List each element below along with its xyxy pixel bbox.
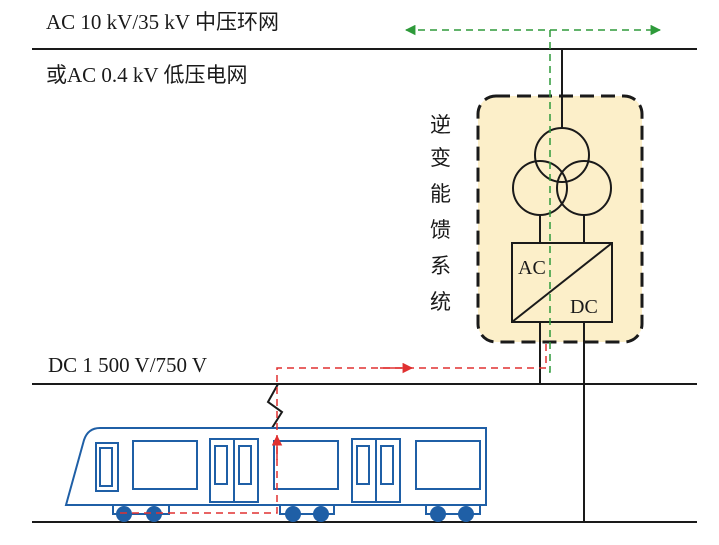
train-door <box>233 438 259 503</box>
wheel <box>313 506 329 522</box>
pantograph <box>266 383 284 429</box>
train <box>64 427 487 515</box>
train-body <box>64 427 487 506</box>
title-char-1: 逆 <box>430 113 451 137</box>
train-window <box>95 442 119 492</box>
train-wheels <box>116 506 474 522</box>
inverter-system-box <box>476 94 644 344</box>
wheel <box>285 506 301 522</box>
train-door <box>99 447 113 487</box>
train-door <box>209 438 235 503</box>
title-char-2: 变 <box>430 146 451 170</box>
ac-grid-label-2: 或AC 0.4 kV 低压电网 <box>46 63 247 87</box>
train-window <box>273 440 339 490</box>
train-bogie <box>112 504 170 515</box>
inverter-system-title: 逆 变 能 馈 系 统 <box>430 113 451 314</box>
wheel <box>430 506 446 522</box>
ac-power-flow-path <box>546 30 551 373</box>
train-bogie <box>279 504 335 515</box>
train-door <box>375 438 401 503</box>
wheel <box>116 506 132 522</box>
ac-grid-label-1: AC 10 kV/35 kV 中压环网 <box>46 10 279 34</box>
train-window <box>415 440 481 490</box>
dc-label: DC 1 500 V/750 V <box>48 353 207 377</box>
converter-dc-label: DC <box>570 296 598 318</box>
train-bogie <box>425 504 481 515</box>
title-char-5: 系 <box>430 254 451 278</box>
converter-ac-label: AC <box>518 257 546 279</box>
ac-dc-converter: AC DC <box>511 242 613 323</box>
title-char-4: 馈 <box>430 218 451 242</box>
wheel <box>458 506 474 522</box>
title-char-6: 统 <box>430 290 451 314</box>
title-char-3: 能 <box>430 182 451 206</box>
wheel <box>146 506 162 522</box>
regenerative-flow-path <box>120 340 547 514</box>
train-window <box>132 440 198 490</box>
train-door <box>351 438 377 503</box>
